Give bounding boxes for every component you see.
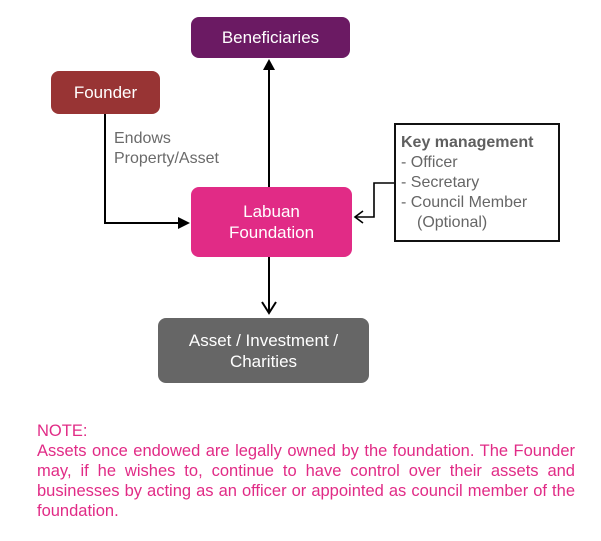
arrowhead-right-icon [178,217,190,229]
founder-node: Founder [51,71,160,114]
arrowhead-up-icon [263,59,275,70]
assets-node: Asset / Investment / Charities [158,318,369,383]
key-management-title: Key management [401,134,534,151]
endows-label-line2: Property/Asset [114,150,219,167]
key-management-box: Key management - Officer - Secretary - C… [394,123,560,242]
foundation-label-line1: Labuan [243,202,300,221]
arrowhead-open-left-icon [353,210,364,224]
assets-label-line1: Asset / Investment / [188,330,339,350]
endows-edge-label: Endows Property/Asset [114,129,219,169]
note-heading: NOTE: [37,422,88,440]
key-management-optional-note: (Optional) [417,214,488,231]
assets-label-line2: Charities [229,351,298,371]
foundation-label-line2: Foundation [228,223,315,242]
founder-label: Founder [73,83,138,102]
beneficiaries-label: Beneficiaries [221,28,320,47]
arrowhead-open-down-icon [261,301,277,315]
note-text: Assets once endowed are legally owned by… [37,442,575,520]
key-management-item-secretary: - Secretary [401,174,480,191]
endows-label-line1: Endows [114,130,171,147]
key-management-item-officer: - Officer [401,154,458,171]
labuan-foundation-node: Labuan Foundation [191,187,352,257]
arrow-keymgmt-to-foundation [355,182,394,218]
arrow-founder-to-foundation [104,114,180,224]
note-section: NOTE: Assets once endowed are legally ow… [37,421,575,521]
key-management-item-council-member: - Council Member [401,194,528,211]
beneficiaries-node: Beneficiaries [191,17,350,58]
